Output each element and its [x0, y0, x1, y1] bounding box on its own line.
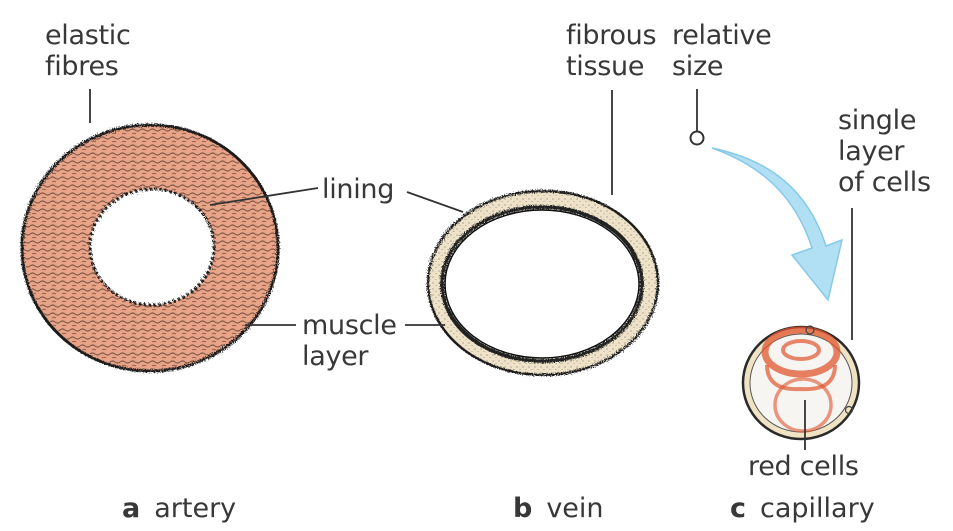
caption-text: capillary [760, 493, 875, 524]
caption-capillary: c capillary [730, 493, 875, 524]
label-line: fibrous [566, 20, 657, 51]
vein-muscle-layer [440, 205, 644, 363]
artery-lumen [88, 187, 216, 307]
label-red-cells: red cells [748, 451, 859, 482]
label-line: fibres [45, 51, 119, 82]
label-elastic-fibres: elastic fibres [45, 20, 131, 82]
label-line: size [672, 51, 724, 82]
label-line: of cells [838, 167, 931, 198]
caption-letter: c [730, 493, 747, 524]
leader-lining-artery [209, 187, 319, 206]
caption-letter: b [513, 493, 533, 524]
vein-lumen [444, 209, 640, 359]
label-line: elastic [45, 20, 131, 51]
label-line: relative [672, 20, 772, 51]
label-line: tissue [566, 51, 645, 82]
endothelial-nucleus [805, 325, 815, 335]
relative-size-arrow [711, 147, 844, 302]
label-lining: lining [322, 174, 395, 205]
leader-lines [89, 89, 853, 450]
label-relative-size: relative size [672, 20, 772, 82]
label-muscle-layer: muscle layer [302, 310, 397, 372]
endothelial-nucleus [844, 405, 854, 415]
label-line: layer [302, 341, 369, 372]
caption-text: artery [154, 493, 237, 524]
label-line: muscle [302, 310, 397, 341]
label-line: single [838, 105, 917, 136]
relative-size-marker [689, 130, 705, 146]
label-single-layer-of-cells: single layer of cells [838, 105, 931, 198]
label-fibrous-tissue: fibrous tissue [566, 20, 657, 82]
red-cells [761, 326, 841, 433]
label-line: layer [838, 136, 905, 167]
caption-text: vein [546, 493, 604, 524]
capillary-cross-section [741, 325, 861, 441]
leader-lining-vein [406, 191, 464, 213]
caption-letter: a [122, 493, 141, 524]
